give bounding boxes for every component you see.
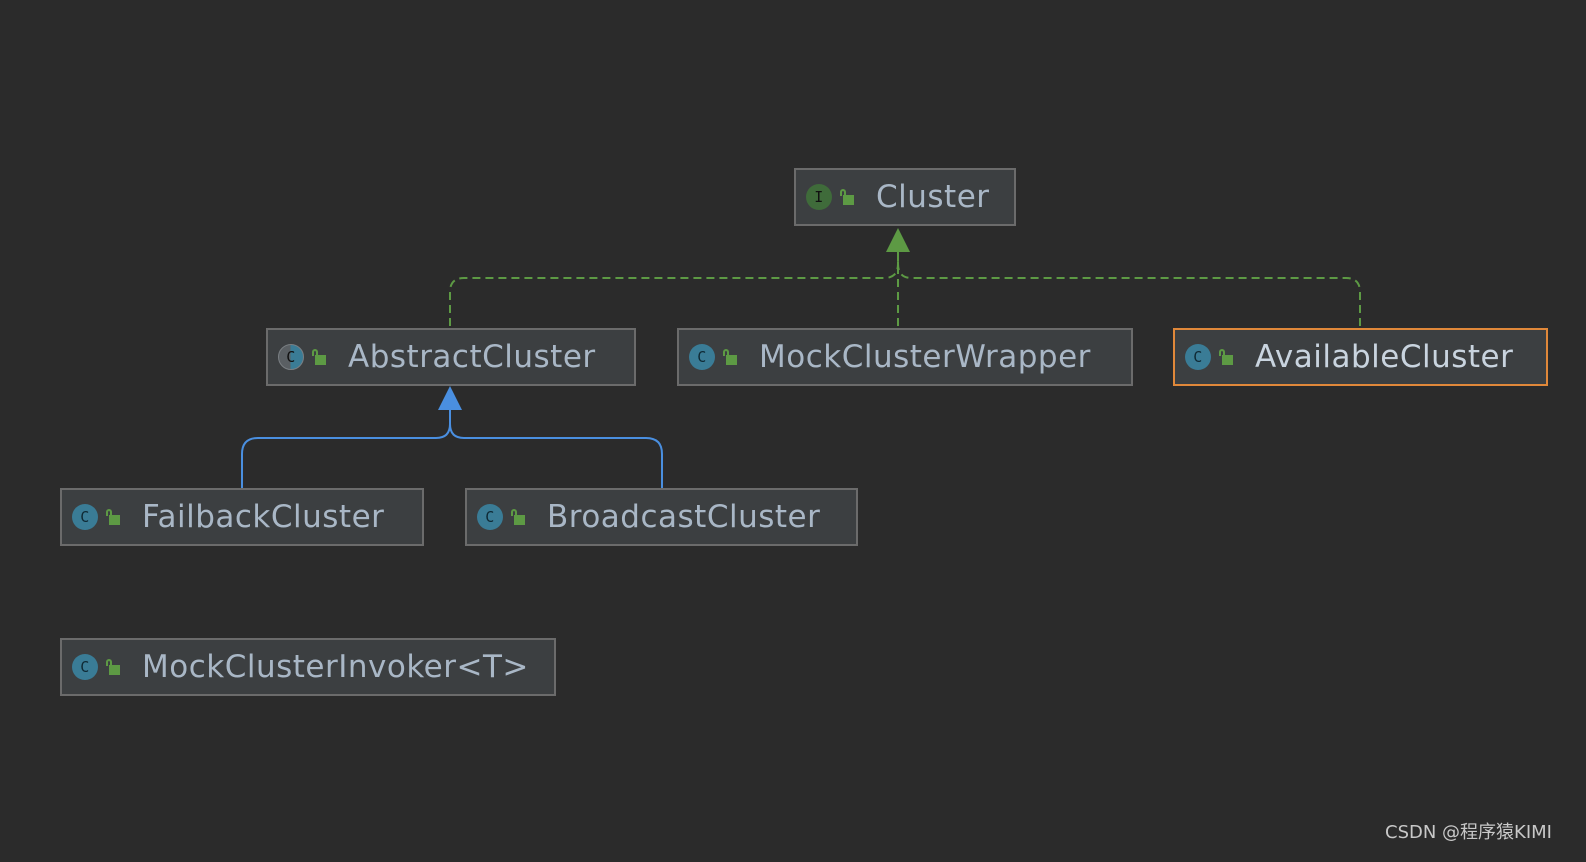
node-label: MockClusterInvoker<T> [142,649,529,685]
implements-arrowhead [886,228,910,252]
node-cluster[interactable]: I Cluster [794,168,1016,226]
node-abstract-cluster[interactable]: C AbstractCluster [266,328,636,386]
watermark: CSDN @程序猿KIMI [1385,822,1552,843]
node-failback-cluster[interactable]: C FailbackCluster [60,488,424,546]
public-lock-icon [106,659,120,675]
public-lock-icon [511,509,525,525]
abstract-class-icon: C [278,344,304,370]
public-lock-icon [106,509,120,525]
node-label: AbstractCluster [348,339,596,375]
public-lock-icon [723,349,737,365]
implements-edges [449,250,1361,326]
node-broadcast-cluster[interactable]: C BroadcastCluster [465,488,858,546]
node-available-cluster[interactable]: C AvailableCluster [1173,328,1548,386]
class-icon: C [72,504,98,530]
class-icon: C [477,504,503,530]
node-label: BroadcastCluster [547,499,821,535]
interface-icon: I [806,184,832,210]
public-lock-icon [840,189,854,205]
node-label: Cluster [876,179,990,215]
extends-arrowhead [438,386,462,410]
edge-broadcastcluster-to-abstractcluster [449,410,663,488]
node-label: MockClusterWrapper [759,339,1091,375]
node-mock-cluster-wrapper[interactable]: C MockClusterWrapper [677,328,1133,386]
extends-edges [241,410,663,488]
class-icon: C [72,654,98,680]
node-label: FailbackCluster [142,499,385,535]
edge-availablecluster-to-cluster [897,250,1361,326]
public-lock-icon [312,349,326,365]
public-lock-icon [1219,349,1233,365]
edge-abstractcluster-to-cluster [449,250,899,326]
edge-failbackcluster-to-abstractcluster [241,410,451,488]
class-icon: C [689,344,715,370]
node-label: AvailableCluster [1255,339,1514,375]
node-mock-cluster-invoker[interactable]: C MockClusterInvoker<T> [60,638,556,696]
class-icon: C [1185,344,1211,370]
